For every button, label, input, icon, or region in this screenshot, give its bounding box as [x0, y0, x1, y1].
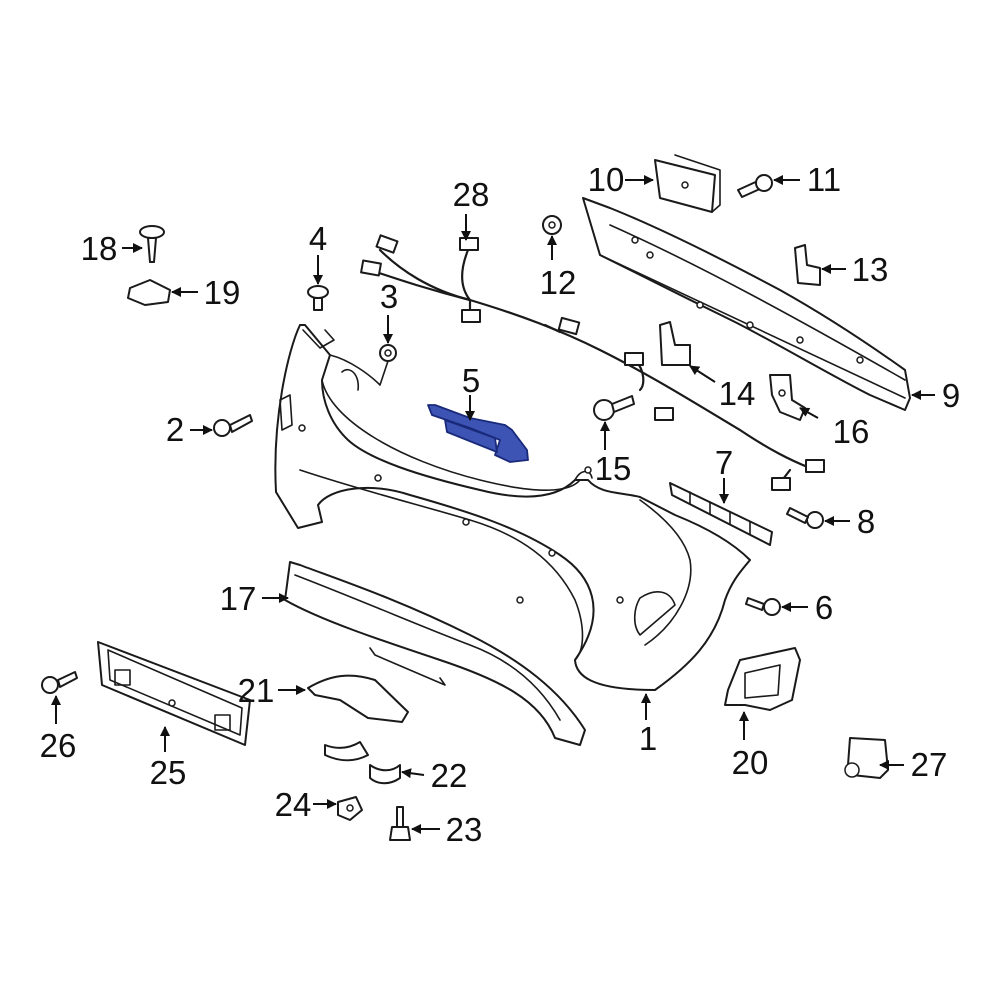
- callout-24: 24: [275, 786, 312, 823]
- callout-13: 13: [852, 251, 889, 288]
- callout-2: 2: [166, 411, 184, 448]
- callout-6: 6: [815, 589, 833, 626]
- license-plate-bracket[interactable]: [97, 641, 251, 746]
- bolt-6[interactable]: [745, 597, 781, 616]
- bracket-pair-22[interactable]: [324, 741, 401, 785]
- nut-24[interactable]: [337, 796, 363, 821]
- reinforcement-beam[interactable]: [582, 197, 911, 411]
- callout-11: 11: [807, 161, 841, 198]
- callout-7: 7: [715, 444, 733, 481]
- callout-18: 18: [81, 230, 118, 267]
- callout-26: 26: [40, 727, 77, 764]
- lower-valance[interactable]: [284, 561, 586, 746]
- bolt-26[interactable]: [41, 671, 78, 694]
- bumper-cover[interactable]: [274, 324, 751, 691]
- callout-25: 25: [150, 754, 187, 791]
- bolt-15[interactable]: [593, 395, 635, 421]
- mounting-bracket[interactable]: [654, 154, 721, 213]
- callout-27: 27: [911, 746, 948, 783]
- callout-23: 23: [446, 811, 483, 848]
- callout-labels: 1 2 3 4 5 6 7 8 9 10 11 12 13 14 15 16 1…: [40, 161, 961, 848]
- bolt-23[interactable]: [389, 806, 411, 841]
- screw-18[interactable]: [139, 225, 165, 263]
- leader-22: [401, 768, 425, 779]
- callout-1: 1: [639, 720, 657, 757]
- nut-12[interactable]: [542, 215, 562, 235]
- bolt-8[interactable]: [786, 507, 824, 529]
- leader-16: [799, 407, 819, 419]
- callout-15: 15: [595, 450, 632, 487]
- callout-10: 10: [588, 161, 625, 198]
- callout-14: 14: [719, 375, 756, 412]
- callout-20: 20: [732, 744, 769, 781]
- center-bracket-highlighted[interactable]: [427, 404, 529, 463]
- callout-8: 8: [857, 503, 875, 540]
- callout-17: 17: [220, 580, 257, 617]
- side-bracket-14[interactable]: [659, 321, 691, 366]
- leader-lines: [51, 175, 935, 834]
- reflector-housing[interactable]: [724, 647, 801, 711]
- callout-28: 28: [453, 176, 490, 213]
- callout-12: 12: [540, 264, 577, 301]
- speed-nut-19[interactable]: [127, 279, 171, 306]
- wiring-harness[interactable]: [360, 234, 825, 491]
- callout-9: 9: [942, 377, 960, 414]
- callout-19: 19: [204, 274, 241, 311]
- parking-sensor[interactable]: [844, 737, 889, 779]
- callout-16: 16: [833, 413, 870, 450]
- retainer-clip-13[interactable]: [794, 244, 821, 286]
- push-pin-4[interactable]: [307, 285, 329, 311]
- grommet-3[interactable]: [379, 344, 397, 362]
- skid-plate[interactable]: [307, 674, 409, 723]
- callout-3: 3: [380, 278, 398, 315]
- side-bracket-16[interactable]: [769, 374, 806, 421]
- callout-4: 4: [309, 220, 327, 257]
- leader-14: [689, 365, 716, 383]
- bolt-11[interactable]: [737, 174, 773, 198]
- absorber-strip[interactable]: [669, 482, 773, 546]
- callout-5: 5: [462, 362, 480, 399]
- callout-22: 22: [431, 757, 468, 794]
- callout-21: 21: [238, 672, 275, 709]
- bolt-2[interactable]: [213, 414, 253, 437]
